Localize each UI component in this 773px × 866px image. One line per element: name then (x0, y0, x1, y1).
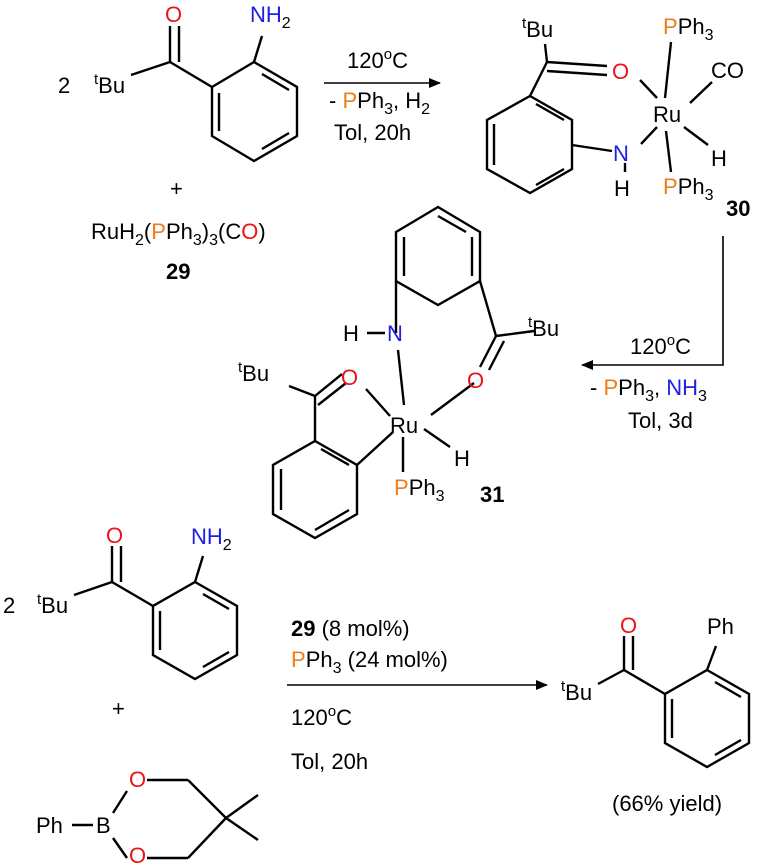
boronate-phenyl: Ph (36, 813, 63, 838)
complex31-tbu-left: tBu (238, 359, 269, 386)
boronate-oxygen-top: O (129, 767, 146, 792)
tbu-label-bottom: tBu (37, 591, 68, 618)
complex-30: tBu O Ru N H H CO PPh3 PPh3 (485, 14, 744, 204)
arrow2-temperature: 120oC (630, 332, 691, 359)
boronate-oxygen-bottom: O (129, 843, 146, 866)
arrow2-solvent: Tol, 3d (628, 408, 693, 433)
complex30-pph3-bottom: PPh3 (663, 174, 714, 204)
complex31-ruthenium: Ru (390, 413, 418, 438)
complex31-oxygen-left: O (341, 365, 358, 390)
complex30-carbonyl-ligand: CO (711, 58, 744, 83)
arrow2-byproducts: - PPh3, NH3 (590, 375, 707, 405)
coefficient: 2 (58, 73, 70, 98)
aminoketone-bottom: 2 tBu O NH2 (3, 523, 239, 681)
product-tbu: tBu (561, 678, 592, 705)
arrow3-temperature: 120oC (291, 703, 352, 730)
tbu-label: tBu (94, 71, 125, 98)
complex30-tbu: tBu (522, 15, 553, 42)
svg-text:RuH2(PPh3)3(CO): RuH2(PPh3)3(CO) (91, 219, 266, 249)
complex30-oxygen: O (612, 59, 629, 84)
amine-label-bottom: NH2 (191, 524, 232, 554)
complex31-oxygen-right: O (467, 368, 484, 393)
ruthenium-hydride-complex: RuH2(PPh3)3(CO) (91, 219, 266, 249)
arrow1-temperature: 120oC (347, 46, 408, 73)
product-yield: (66% yield) (612, 791, 722, 816)
arrow3-ligand: PPh3 (24 mol%) (291, 647, 448, 677)
amine-label: NH2 (250, 2, 291, 32)
plus-sign-bottom: + (112, 696, 125, 721)
complex31-pph3: PPh3 (394, 475, 445, 505)
arrow1-byproducts: - PPh3, H2 (329, 88, 430, 118)
aminoketone-top: 2 tBu O NH2 (58, 2, 299, 163)
complex30-ru-hydride: H (711, 146, 727, 171)
arrow3-solvent: Tol, 20h (291, 749, 368, 774)
carbonyl-oxygen: O (165, 2, 182, 27)
complex30-pph3-top: PPh3 (663, 14, 714, 44)
product-oxygen: O (620, 613, 637, 638)
complex30-ruthenium: Ru (653, 102, 681, 127)
plus-sign-top: + (170, 176, 183, 201)
complex31-tbu-right: tBu (528, 314, 559, 341)
phenyl-boronate-ester: Ph B O O (36, 767, 259, 866)
reaction-arrow-2 (581, 236, 724, 370)
coefficient-bottom: 2 (3, 593, 15, 618)
arrow3-catalyst: 29 (8 mol%) (291, 616, 410, 641)
compound-label-30: 30 (726, 196, 750, 221)
complex30-nh-hydrogen: H (614, 176, 630, 201)
complex31-ru-hydride: H (454, 446, 470, 471)
complex-31: H N tBu O tBu O Ru H PPh3 (238, 205, 559, 540)
complex31-nh-hydrogen: H (343, 321, 359, 346)
compound-label-29: 29 (166, 259, 190, 284)
carbonyl-oxygen-bottom: O (106, 523, 123, 548)
complex30-nitrogen: N (613, 141, 629, 166)
product-biaryl-ketone: O Ph tBu (66% yield) (561, 613, 751, 816)
arrow1-solvent: Tol, 20h (334, 120, 411, 145)
compound-label-31: 31 (480, 482, 504, 507)
product-phenyl: Ph (707, 614, 734, 639)
boron-atom: B (96, 813, 111, 838)
complex31-nitrogen: N (387, 321, 403, 346)
